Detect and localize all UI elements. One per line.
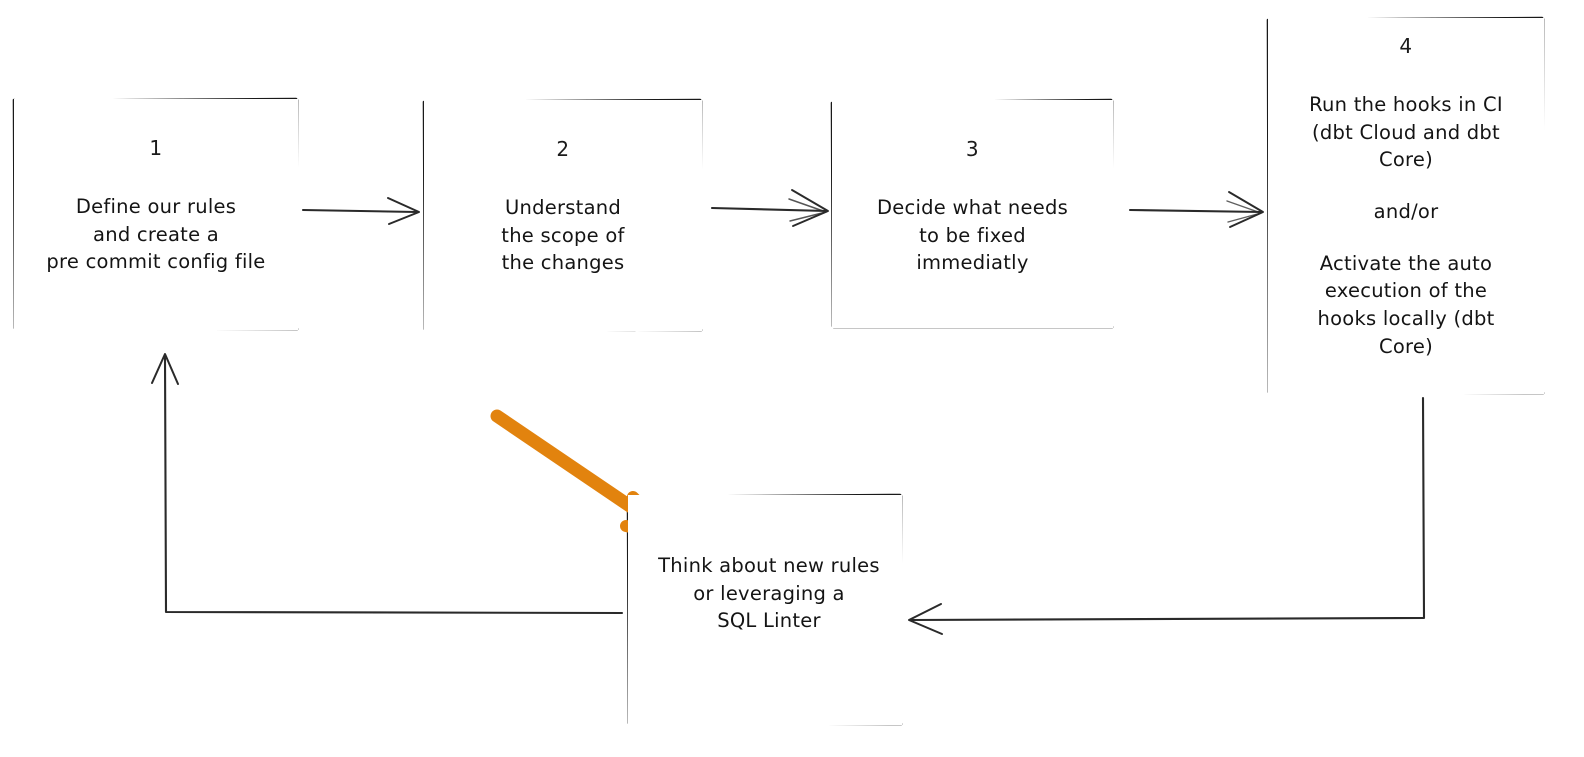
arrow-2-to-3	[710, 189, 829, 227]
node-4-text-line-3: Activate the auto execution of the hooks…	[1317, 251, 1495, 358]
node-3-number: 3	[965, 137, 980, 161]
node-5-text: Think about new rules or leveraging a SQ…	[658, 554, 880, 633]
node-1-text: Define our rules and create a pre commit…	[46, 195, 266, 274]
process-node-1[interactable]: 1 Define our rules and create a pre comm…	[14, 99, 298, 330]
node-3-text: Decide what needs to be fixed immediatly	[877, 196, 1068, 275]
node-4-text-group: Run the hooks in CI (dbt Cloud and dbt C…	[1274, 91, 1538, 361]
node-4-text-line-2: and/or	[1373, 200, 1439, 224]
arrow-3-to-4	[1128, 191, 1264, 228]
node-2-text: Understand the scope of the changes	[501, 196, 625, 275]
process-node-3[interactable]: 3 Decide what needs to be fixed immediat…	[832, 100, 1113, 328]
arrow-1-to-2	[301, 197, 420, 225]
process-node-2[interactable]: 2 Understand the scope of the changes	[424, 100, 702, 331]
node-1-number: 1	[149, 136, 163, 160]
node-4-text-line-1: Run the hooks in CI (dbt Cloud and dbt C…	[1309, 93, 1503, 172]
arrow-4-to-5	[908, 396, 1426, 635]
node-2-number: 2	[556, 137, 570, 161]
process-node-feedback[interactable]: Think about new rules or leveraging a SQ…	[628, 495, 902, 725]
node-4-number: 4	[1399, 34, 1413, 58]
process-node-4[interactable]: 4 Run the hooks in CI (dbt Cloud and dbt…	[1268, 18, 1544, 394]
arrow-5-to-1	[151, 353, 624, 615]
